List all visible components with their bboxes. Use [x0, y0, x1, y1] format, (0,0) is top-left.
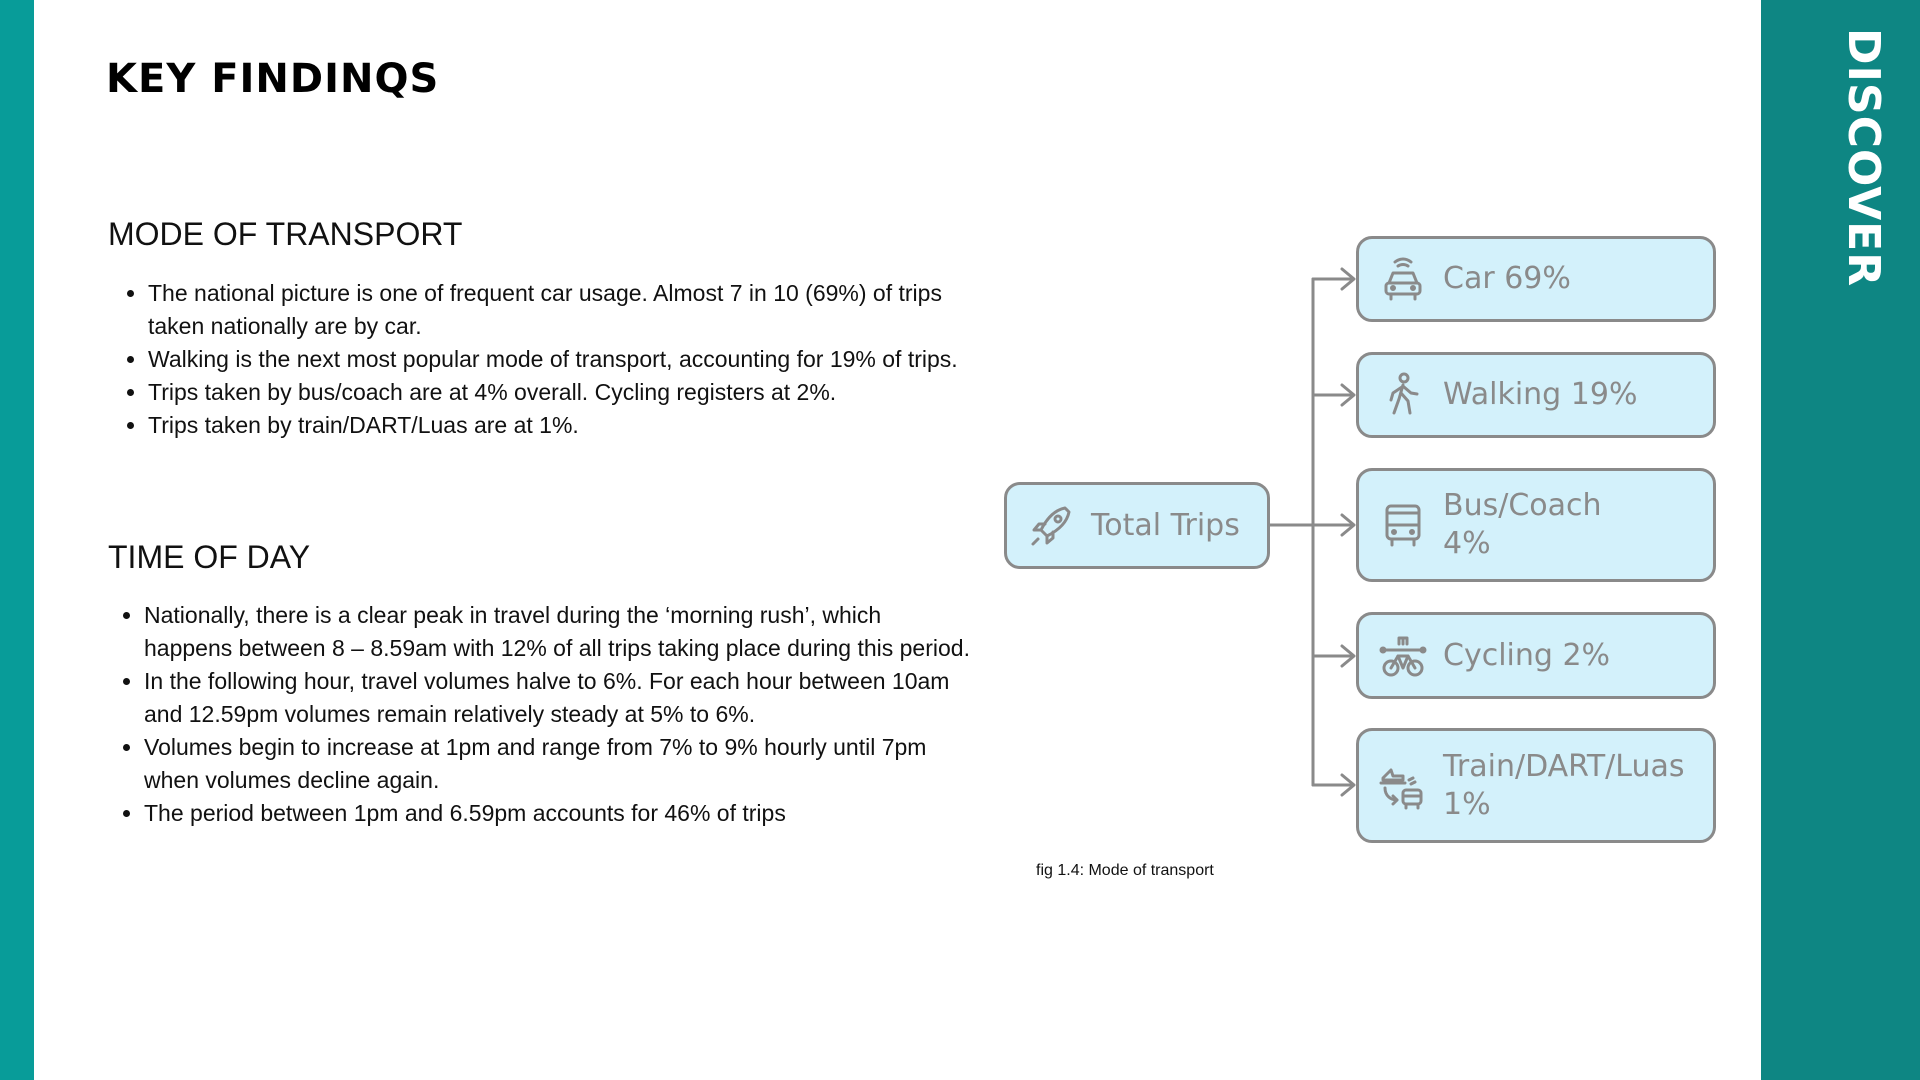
- node-label: Train/DART/Luas 1%: [1443, 748, 1685, 822]
- walking-icon: [1377, 369, 1429, 421]
- side-label: DISCOVER: [1838, 28, 1889, 288]
- node-total-trips: Total Trips: [1004, 482, 1270, 569]
- list-item: Walking is the next most popular mode of…: [148, 343, 988, 376]
- list-item: Volumes begin to increase at 1pm and ran…: [144, 731, 974, 797]
- node-label: Total Trips: [1091, 507, 1240, 543]
- node-car: Car 69%: [1356, 236, 1716, 322]
- section-heading-mode-of-transport: MODE OF TRANSPORT: [108, 216, 463, 252]
- section-heading-time-of-day: TIME OF DAY: [108, 539, 311, 575]
- page-title: KEY FINDINQS: [106, 56, 440, 102]
- node-cycling: Cycling 2%: [1356, 612, 1716, 699]
- list-item: Trips taken by bus/coach are at 4% overa…: [148, 376, 988, 409]
- bicycle-icon: [1377, 630, 1429, 682]
- figure-caption: fig 1.4: Mode of transport: [1036, 862, 1214, 879]
- node-label: Bus/Coach 4%: [1443, 488, 1602, 561]
- list-item: Nationally, there is a clear peak in tra…: [144, 599, 974, 665]
- node-walking: Walking 19%: [1356, 352, 1716, 438]
- list-item: The national picture is one of frequent …: [148, 277, 988, 343]
- list-item: Trips taken by train/DART/Luas are at 1%…: [148, 409, 988, 442]
- train-icon: [1377, 760, 1429, 812]
- time-of-day-list: Nationally, there is a clear peak in tra…: [120, 599, 974, 830]
- right-side-panel: [1761, 0, 1920, 1080]
- rocket-icon: [1025, 500, 1077, 552]
- list-item: The period between 1pm and 6.59pm accoun…: [144, 797, 974, 830]
- node-label: Cycling 2%: [1443, 637, 1611, 673]
- left-accent-stripe: [0, 0, 34, 1080]
- car-icon: [1377, 253, 1429, 305]
- node-label: Car 69%: [1443, 261, 1571, 296]
- node-train-dart-luas: Train/DART/Luas 1%: [1356, 728, 1716, 843]
- node-bus-coach: Bus/Coach 4%: [1356, 468, 1716, 582]
- node-label: Walking 19%: [1443, 377, 1638, 412]
- mode-of-transport-list: The national picture is one of frequent …: [120, 277, 988, 442]
- bus-icon: [1377, 499, 1429, 551]
- list-item: In the following hour, travel volumes ha…: [144, 665, 974, 731]
